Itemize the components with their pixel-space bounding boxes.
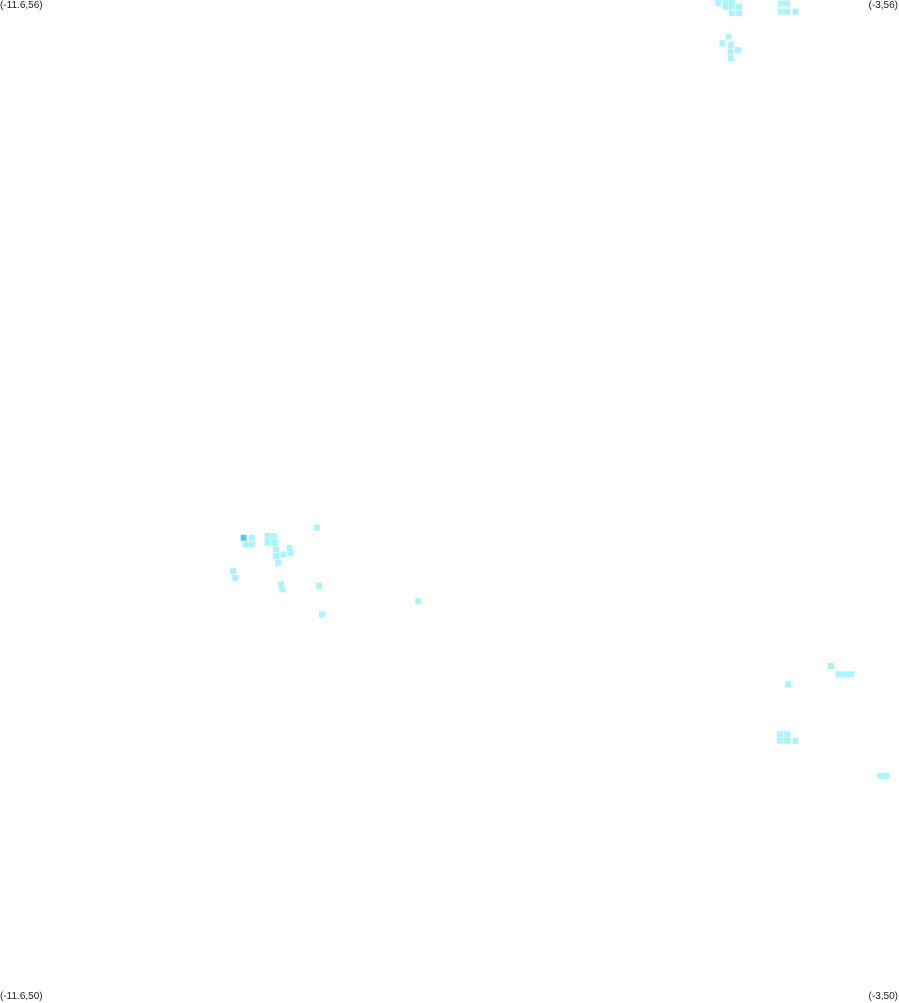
map-cell [776,731,783,738]
map-cell [287,549,294,556]
map-cell [784,0,791,7]
map-cell [273,553,279,560]
map-cell [784,737,791,744]
map-cell [727,48,734,55]
map-cell [230,568,237,575]
map-cell [792,8,799,15]
map-cell [248,534,255,541]
map-cell [313,524,320,531]
corner-label-top-right: (-3,56) [868,0,898,11]
map-cell [722,0,729,6]
corner-label-bottom-right: (-3,50) [868,991,898,1002]
map-cell [735,47,741,53]
map-cell [725,33,732,40]
map-cell [248,541,255,548]
map-cell [319,611,325,618]
map-cell [242,541,249,548]
map-cell [232,574,239,581]
map-cell [728,0,735,6]
map-cell [792,737,799,744]
map-cell [415,598,422,605]
map-cell [736,3,743,10]
map-cell [286,544,293,551]
map-cell [719,40,726,47]
map-cell [270,533,277,540]
map-cell [728,3,735,10]
map-cell [728,10,735,17]
map-cell [784,8,791,15]
map-cell [275,559,282,566]
map-cell [280,551,287,558]
map-cell [271,539,278,546]
corner-label-bottom-left: (-11.6,50) [0,991,43,1002]
map-cell [841,671,848,678]
map-cell [727,42,734,48]
map-cell [777,8,784,15]
map-cell [785,681,792,688]
map-cell [736,10,743,17]
map-cell [273,546,279,553]
map-cell [828,663,835,669]
corner-label-top-left: (-11.6,56) [0,0,43,11]
map-cell [264,539,271,546]
map-cell [835,671,842,678]
map-cell [722,3,729,10]
map-cell [877,772,884,779]
map-cell [315,583,322,590]
map-cell [279,586,286,593]
map-cell [776,737,783,744]
map-cell [715,0,722,6]
map-cell [264,533,271,540]
map-cell [847,671,854,678]
map-cell [278,581,285,588]
map-cell [240,534,247,541]
map-cell [784,731,791,738]
map-cell [777,0,784,7]
map-cell [727,55,734,62]
map-cell [883,772,890,779]
